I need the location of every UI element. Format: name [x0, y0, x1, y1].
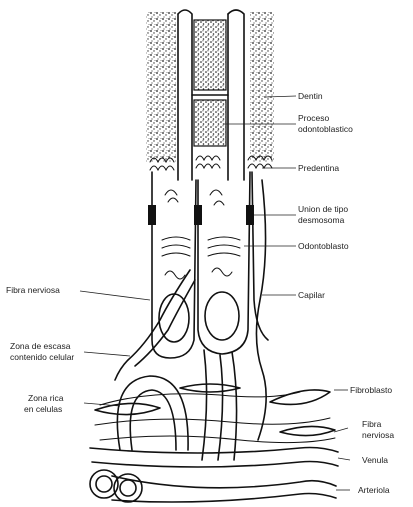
- label-arteriola: Arteriola: [358, 485, 390, 495]
- fibroblast-lower-right: [280, 426, 335, 435]
- desmosome-middle: [194, 205, 202, 225]
- label-fibra-right-line2: nerviosa: [362, 430, 394, 440]
- odontoblast-cells: [148, 172, 268, 358]
- label-dentin: Dentin: [298, 91, 323, 101]
- label-capilar: Capilar: [298, 290, 325, 300]
- label-zona-rica-line2: en celulas: [24, 404, 62, 414]
- nucleus-middle: [205, 292, 239, 340]
- label-venula: Venula: [362, 455, 388, 465]
- label-zona-escasa-line1: Zona de escasa: [10, 341, 71, 351]
- label-union-line1: Union de tipo: [298, 204, 348, 214]
- label-fibra-nerviosa-left: Fibra nerviosa: [6, 285, 60, 295]
- nerve-fibers: [115, 270, 195, 380]
- label-odontoblasto: Odontoblasto: [298, 241, 349, 251]
- label-zona-escasa-line2: contenido celular: [10, 352, 74, 362]
- label-proceso-line2: odontoblastico: [298, 124, 353, 134]
- capillary: [256, 180, 266, 440]
- label-fibra-right-line1: Fibra: [362, 419, 382, 429]
- label-predentina: Predentina: [298, 163, 339, 173]
- fibroblast-right: [270, 390, 330, 405]
- label-zona-rica-line1: Zona rica: [28, 393, 64, 403]
- label-fibroblasto: Fibroblasto: [350, 385, 392, 395]
- label-union-line2: desmosoma: [298, 215, 345, 225]
- venule: [90, 448, 338, 468]
- desmosome-left: [148, 205, 156, 225]
- desmosome-right: [246, 205, 254, 225]
- fibroblast-center: [180, 384, 240, 392]
- arteriole: [90, 470, 336, 502]
- cell-rich-zone: [95, 350, 335, 460]
- labels: Dentin Proceso odontoblastico Predentina…: [6, 91, 394, 495]
- dentin-region: [146, 12, 274, 162]
- label-proceso-line1: Proceso: [298, 113, 329, 123]
